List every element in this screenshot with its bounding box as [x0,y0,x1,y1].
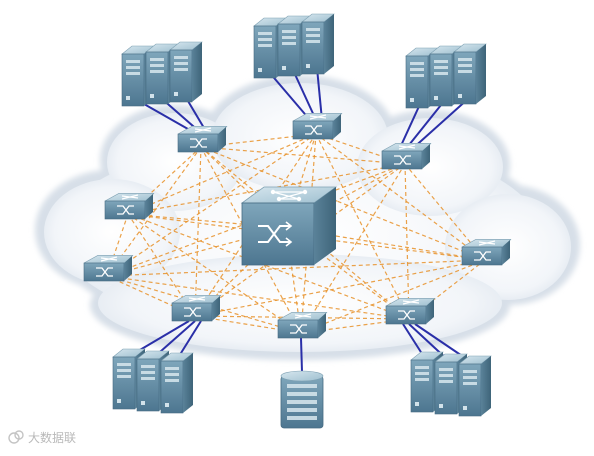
switch-icon [104,193,155,220]
mesh-link [127,146,202,215]
watermark-logo-icon [8,430,24,444]
server-group [405,43,487,109]
mesh-link [106,213,129,277]
server-icon [169,41,203,103]
server-link [316,67,323,121]
server-icon [301,13,335,75]
mesh-link [127,213,410,320]
server-link [410,97,470,151]
switch-icon [381,143,432,170]
server-group [253,13,335,79]
server-group [112,348,194,414]
server-link [300,337,303,373]
mesh-link [194,259,486,317]
watermark-text: 大数据联 [28,430,77,445]
switch-icon [83,255,134,282]
mesh-link [300,259,486,334]
server-link [398,101,422,151]
server-icon [160,352,194,414]
mesh-link [106,259,486,277]
mesh-link [285,227,486,261]
server-icon [458,355,492,417]
server-group [121,41,203,107]
mesh-link [300,163,406,334]
edge-switches [83,113,512,339]
core-switch-icon [240,186,338,266]
mesh-link [127,213,486,261]
mesh-link [106,275,410,320]
switch-icon [177,126,228,153]
mesh-link [200,133,317,148]
server-link [404,99,446,151]
watermark: 大数据联 [8,428,76,446]
mesh-link [200,146,486,261]
cloud-shape [35,75,580,360]
switch-icon [277,312,328,339]
mesh-link [200,146,406,165]
core-switch [240,186,338,266]
mesh-link [127,133,317,215]
mesh-link [127,213,287,229]
storage-icon [280,370,324,429]
mesh-link [285,133,317,229]
mesh-link [315,133,486,261]
server-group [280,370,324,429]
switch-icon [292,113,343,140]
server-link [292,69,317,121]
server-link [136,99,196,134]
mesh-link [200,146,287,229]
mesh-link [194,146,202,317]
server-icon [453,43,487,105]
server-link [268,71,311,121]
mesh-link [194,133,317,317]
server-group [410,351,492,417]
mesh-link [404,163,410,320]
mesh-link [106,146,202,277]
switch-icon [171,295,222,322]
switch-icon [461,239,512,266]
server-groups [112,13,492,429]
mesh-link [106,133,317,277]
switch-icon [385,298,436,325]
